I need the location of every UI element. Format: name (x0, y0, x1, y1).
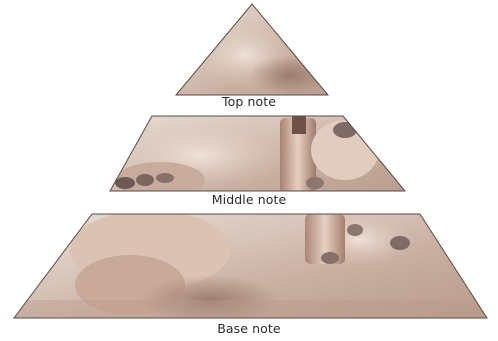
middle-note-label: Middle note (211, 192, 287, 207)
middle-tier (109, 115, 407, 192)
base-note-label: Base note (217, 321, 281, 336)
top-note-label: Top note (221, 94, 277, 109)
base-tier (13, 213, 488, 319)
top-tier (174, 3, 330, 96)
